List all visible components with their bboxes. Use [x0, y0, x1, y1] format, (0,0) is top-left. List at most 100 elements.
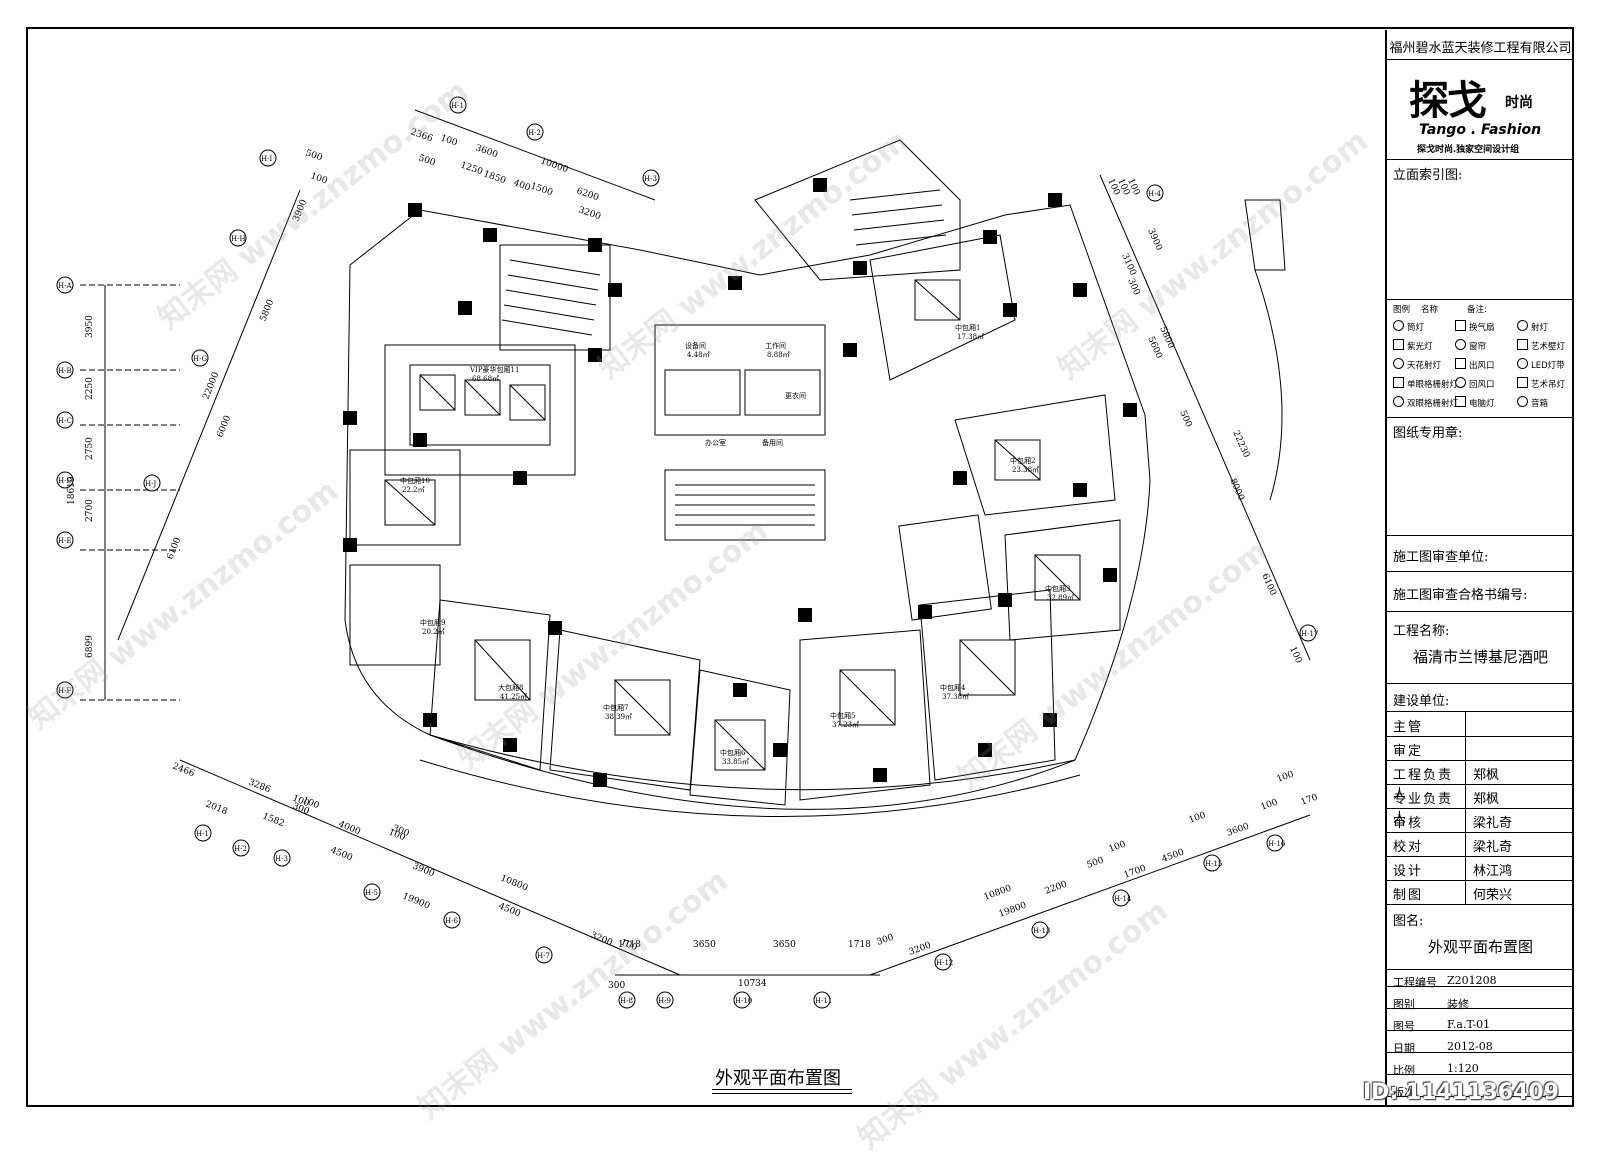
staff-divider — [1465, 760, 1466, 784]
staff-role: 制图 — [1393, 888, 1424, 903]
info-row: 图别装修 — [1387, 992, 1574, 1011]
dim-bottom-mid: 3650 — [773, 940, 796, 950]
wall-lamp-icon — [1517, 339, 1528, 350]
room-area: 17.38㎡ — [957, 333, 984, 341]
dimension-texts: 3950225027502700689918619390058006000220… — [67, 127, 1319, 991]
axis-bubble — [1299, 624, 1317, 642]
axis-bubble — [56, 276, 74, 294]
axis-bubble — [56, 681, 74, 699]
dim-top: 100 — [309, 171, 329, 186]
axis-bubbles: H-AH-BH-CH-DH-EH-FH-GH-HH-IH-JH-1H-2H-3H… — [56, 96, 1318, 1009]
room-area: 20.2㎡ — [422, 628, 445, 636]
elevation-index-row: 立面索引图: — [1387, 160, 1574, 300]
staff-divider — [1465, 712, 1466, 736]
staff-name: 梁礼奇 — [1473, 840, 1513, 855]
axis-bubble-label: H-5 — [365, 889, 378, 897]
dim-line-bottom-left — [179, 759, 681, 976]
drawing-name-row: 图名: 外观平面布置图 — [1387, 904, 1574, 970]
legend-item: 艺术吊灯 — [1517, 377, 1565, 390]
column — [1073, 283, 1087, 297]
review-unit-row: 施工图审查单位: — [1387, 536, 1574, 572]
column — [733, 683, 747, 697]
sheet-frame — [26, 27, 1574, 1107]
axis-bubble-label: H-13 — [1033, 927, 1050, 935]
double-grille-icon — [1393, 396, 1404, 407]
dim-bottom-right: 10800 — [983, 884, 1014, 903]
stair-core — [664, 469, 826, 541]
axis-bubble-label: H-G — [193, 355, 207, 363]
stair-steps-left — [501, 259, 601, 336]
legend-item: LED灯带 — [1517, 358, 1565, 371]
column — [413, 433, 427, 447]
room-labels: VIP豪华包厢1168.68㎡中包厢1022.2㎡中包厢920.2㎡大包厢841… — [400, 323, 1074, 766]
room-name: 中包厢9 — [420, 618, 445, 627]
axis-bubble — [526, 123, 544, 141]
axis-bubble — [813, 991, 831, 1009]
axis-bubble-label: H-11 — [815, 997, 832, 1005]
axis-bubble — [1031, 921, 1049, 939]
dim-right: 3900 — [1145, 227, 1164, 252]
staff-divider — [1465, 808, 1466, 832]
elevator-1 — [664, 369, 741, 416]
axis-bubble — [232, 839, 250, 857]
room-area: 37.23㎡ — [832, 721, 859, 729]
dim-left: 6899 — [85, 635, 95, 658]
room-name: 中包厢4 — [940, 683, 966, 692]
staff-divider — [1465, 856, 1466, 880]
curtain-icon — [1455, 339, 1466, 350]
column — [343, 538, 357, 552]
staff-name: 郑枫 — [1473, 792, 1500, 807]
stair-mid-right — [898, 514, 992, 621]
column — [918, 605, 932, 619]
room-8 — [429, 599, 551, 771]
axis-bubble — [618, 991, 636, 1009]
axis-bubble — [1112, 889, 1130, 907]
column — [843, 343, 857, 357]
review-cert-label: 施工图审查合格书编号: — [1393, 588, 1528, 603]
stair-steps-right — [849, 189, 947, 246]
column — [458, 301, 472, 315]
column — [513, 471, 527, 485]
staff-row: 审定 — [1387, 736, 1574, 761]
staff-role: 审核 — [1393, 816, 1424, 831]
axis-bubble-label: H-14 — [1114, 895, 1132, 903]
axis-bubble-label: H-4 — [1148, 190, 1161, 198]
axis-bubble-label: H-D — [58, 477, 72, 485]
dim-bottom-right: 100 — [1188, 810, 1208, 825]
dim-bottom-left: 4000 — [337, 820, 362, 838]
axis-bubble — [1146, 184, 1164, 202]
column — [773, 743, 787, 757]
dim-bottom-left: 2018 — [204, 800, 229, 818]
axis-bubble-label: H-15 — [1205, 860, 1222, 868]
room-name: 大包厢8 — [498, 683, 523, 692]
legend-header-name: 名称 — [1421, 305, 1439, 315]
staff-name: 郑枫 — [1473, 768, 1500, 783]
staff-role: 校对 — [1393, 840, 1424, 855]
staff-role: 主管 — [1393, 720, 1424, 735]
room-name: 中包厢6 — [720, 748, 746, 757]
dim-left-diag: 6000 — [216, 414, 234, 439]
core-rooms — [654, 324, 826, 436]
room-area: 8.88㎡ — [767, 351, 790, 359]
legend-item: 紫光灯 — [1393, 339, 1433, 352]
column — [408, 203, 422, 217]
dim-left-diag: 6100 — [166, 536, 184, 561]
axis-bubble — [449, 96, 467, 114]
staff-role: 设计 — [1393, 864, 1424, 879]
dim-bottom-mid: 3650 — [693, 940, 716, 950]
axis-bubble-label: H-F — [58, 687, 71, 695]
dim-right: 8000 — [1227, 477, 1246, 502]
axis-bubble — [1203, 854, 1221, 872]
column — [1123, 403, 1137, 417]
dim-top: 500 — [417, 153, 437, 168]
legend-item: 单眼格栅射灯 — [1393, 377, 1458, 390]
axis-bubble — [535, 946, 553, 964]
exhaust-fan-icon — [1455, 320, 1466, 331]
dim-bottom-mid: 300 — [608, 981, 625, 991]
column — [813, 178, 827, 192]
room-2 — [954, 394, 1116, 516]
dim-right: 5600 — [1145, 335, 1164, 360]
staff-divider — [1465, 784, 1466, 808]
axis-bubble-label: H-I — [261, 155, 272, 163]
